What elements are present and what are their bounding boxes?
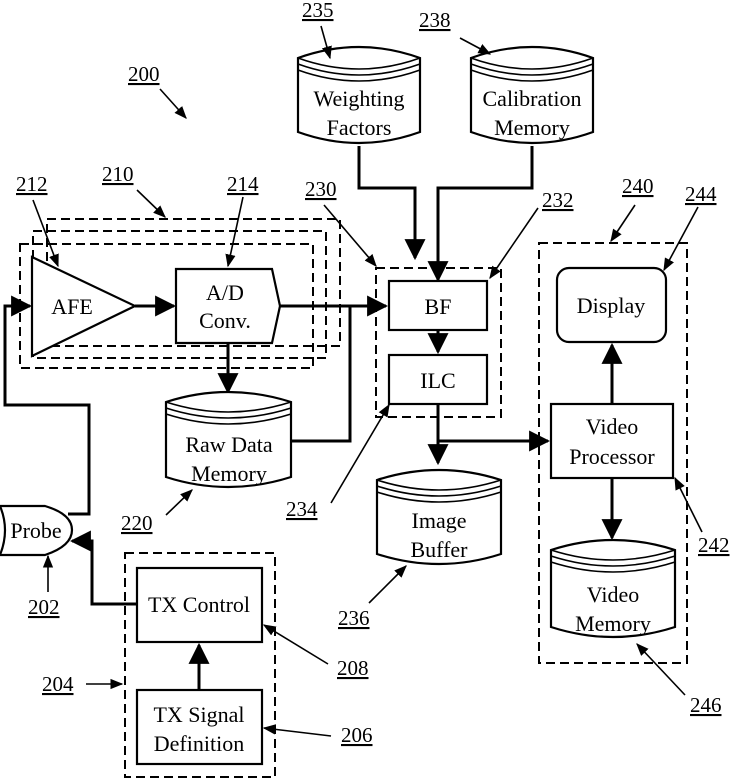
video-memory-cylinder: Video Memory [551,540,675,637]
bf-ref-arrow [490,208,538,278]
raw-data-memory-label-2: Memory [191,461,267,486]
display-label: Display [577,293,645,318]
calibration-memory-label-2: Memory [494,115,570,140]
tx-signal-definition-ref: 206 [341,723,373,747]
tx-signal-definition-label-1: TX Signal [153,702,244,727]
probe-label: Probe [10,518,61,543]
video-memory-label-1: Video [587,582,639,607]
calibration-memory-cylinder: Calibration Memory [471,47,593,143]
probe-ref: 202 [28,595,60,619]
weighting-factors-cylinder: Weighting Factors [298,47,420,143]
weighting-factors-label-1: Weighting [313,86,404,111]
tx-group-ref: 204 [42,672,74,696]
weighting-factors-label-2: Factors [327,115,392,140]
tx-control-to-probe-wire [72,541,137,604]
weighting-to-bf-wire [359,146,415,258]
ilc-label: ILC [420,368,455,393]
calibration-memory-ref: 238 [419,8,451,32]
video-processor-ref: 242 [698,533,730,557]
video-group-ref: 240 [622,174,654,198]
channel-group-ref: 210 [102,162,134,186]
calibration-memory-label-1: Calibration [483,86,582,111]
tx-control-label: TX Control [148,592,250,617]
video-memory-label-2: Memory [575,611,651,636]
adc-label-2: Conv. [199,308,251,333]
display-ref: 244 [685,182,717,206]
afe-label: AFE [51,294,93,319]
beamformer-group-ref: 230 [305,177,337,201]
raw-data-memory-cylinder: Raw Data Memory [166,392,291,487]
raw-data-memory-ref: 220 [121,511,153,535]
ilc-ref: 234 [286,497,318,521]
channel-group-ref-arrow [137,190,165,217]
raw-data-memory-label-1: Raw Data [185,432,273,457]
image-buffer-cylinder: Image Buffer [377,470,501,564]
display-ref-arrow [664,207,698,270]
raw-memory-to-bf-wire [291,306,350,441]
image-buffer-label-1: Image [412,508,467,533]
bf-ref: 232 [542,188,574,212]
video-processor-ref-arrow [675,478,702,532]
figure-ref: 200 [128,62,160,86]
image-buffer-label-2: Buffer [410,537,468,562]
video-memory-ref-arrow [637,644,685,695]
image-buffer-ref: 236 [338,606,370,630]
tx-control-ref-arrow [264,625,328,664]
raw-data-memory-ref-arrow [166,490,192,515]
image-buffer-ref-arrow [369,566,406,603]
bf-label: BF [425,294,452,319]
afe-ref: 212 [16,172,48,196]
tx-control-ref: 208 [337,656,369,680]
figure-ref-arrow [160,89,186,118]
tx-signal-definition-label-2: Definition [154,731,244,756]
adc-ref: 214 [227,172,259,196]
adc-label-1: A/D [206,280,244,305]
calibration-to-bf-wire [438,146,532,280]
video-processor-label-2: Processor [569,444,655,469]
video-memory-ref: 246 [690,693,722,717]
beamformer-group-ref-arrow [324,205,376,266]
video-group-ref-arrow [611,205,635,241]
weighting-factors-ref: 235 [302,0,334,22]
calibration-memory-ref-arrow [460,38,490,54]
afe-ref-arrow [33,200,58,266]
video-processor-label-1: Video [586,414,638,439]
